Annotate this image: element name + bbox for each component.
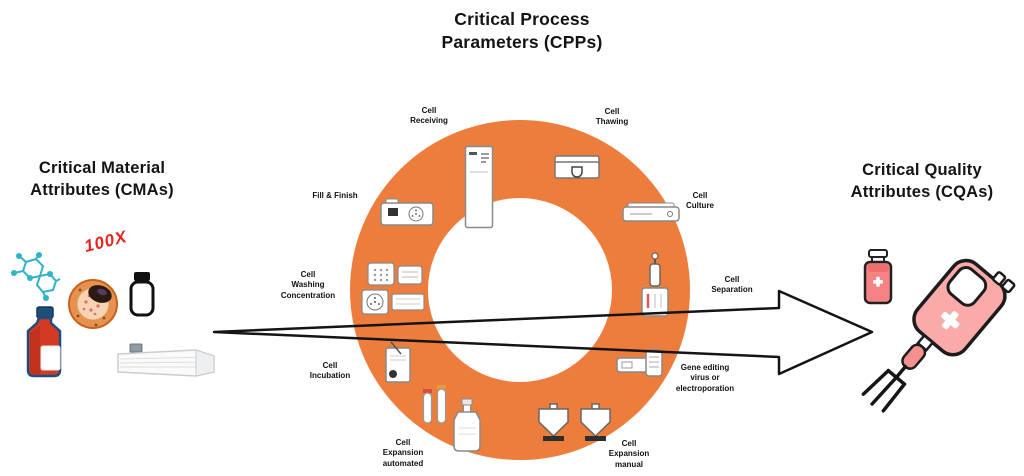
step-label-gene-editing: Gene editing virus or electroporation (675, 363, 735, 393)
media-bottle-small-icon (450, 398, 484, 452)
blood-bag-icon (860, 246, 1024, 436)
fork-icon (861, 364, 908, 413)
step-label-cell-incubation: Cell Incubation (309, 361, 351, 381)
page-title: Critical Process Parameters (CPPs) (441, 9, 603, 52)
step-label-cell-separation: Cell Separation (711, 275, 753, 295)
culture-plates-icon (360, 262, 428, 318)
step-label-cell-receiving: Cell Receiving (410, 106, 448, 126)
magnification-label: 100X (82, 227, 130, 257)
culture-flask-icon (383, 340, 413, 386)
left-heading: Critical Material Attributes (CMAs) (30, 159, 174, 199)
step-label-cell-expansion-automated: Cell Expansion automated (382, 438, 424, 468)
tray-icon (116, 342, 216, 380)
right-heading: Critical Quality Attributes (CQAs) (850, 161, 994, 201)
step-label-cell-washing-concentration: Cell Washing Concentration (280, 270, 336, 300)
jar-icon (128, 271, 156, 317)
separation-column-icon (638, 252, 672, 320)
cryo-freezer-icon (464, 145, 494, 229)
thawing-bath-icon (554, 155, 600, 179)
incubator-icon (622, 202, 680, 224)
bioreactor-bags-icon (537, 403, 615, 445)
filling-machine-icon (380, 197, 434, 227)
step-label-fill-and-finish: Fill & Finish (312, 191, 358, 200)
cell-icon (66, 278, 120, 330)
step-label-cell-culture: Cell Culture (686, 191, 714, 211)
step-label-cell-expansion-manual: Cell Expansion manual (608, 439, 650, 469)
culture-tubes-icon (421, 383, 449, 429)
molecule-icon (6, 252, 62, 302)
step-label-cell-thawing: Cell Thawing (595, 107, 629, 127)
media-bottle-icon (24, 306, 66, 378)
